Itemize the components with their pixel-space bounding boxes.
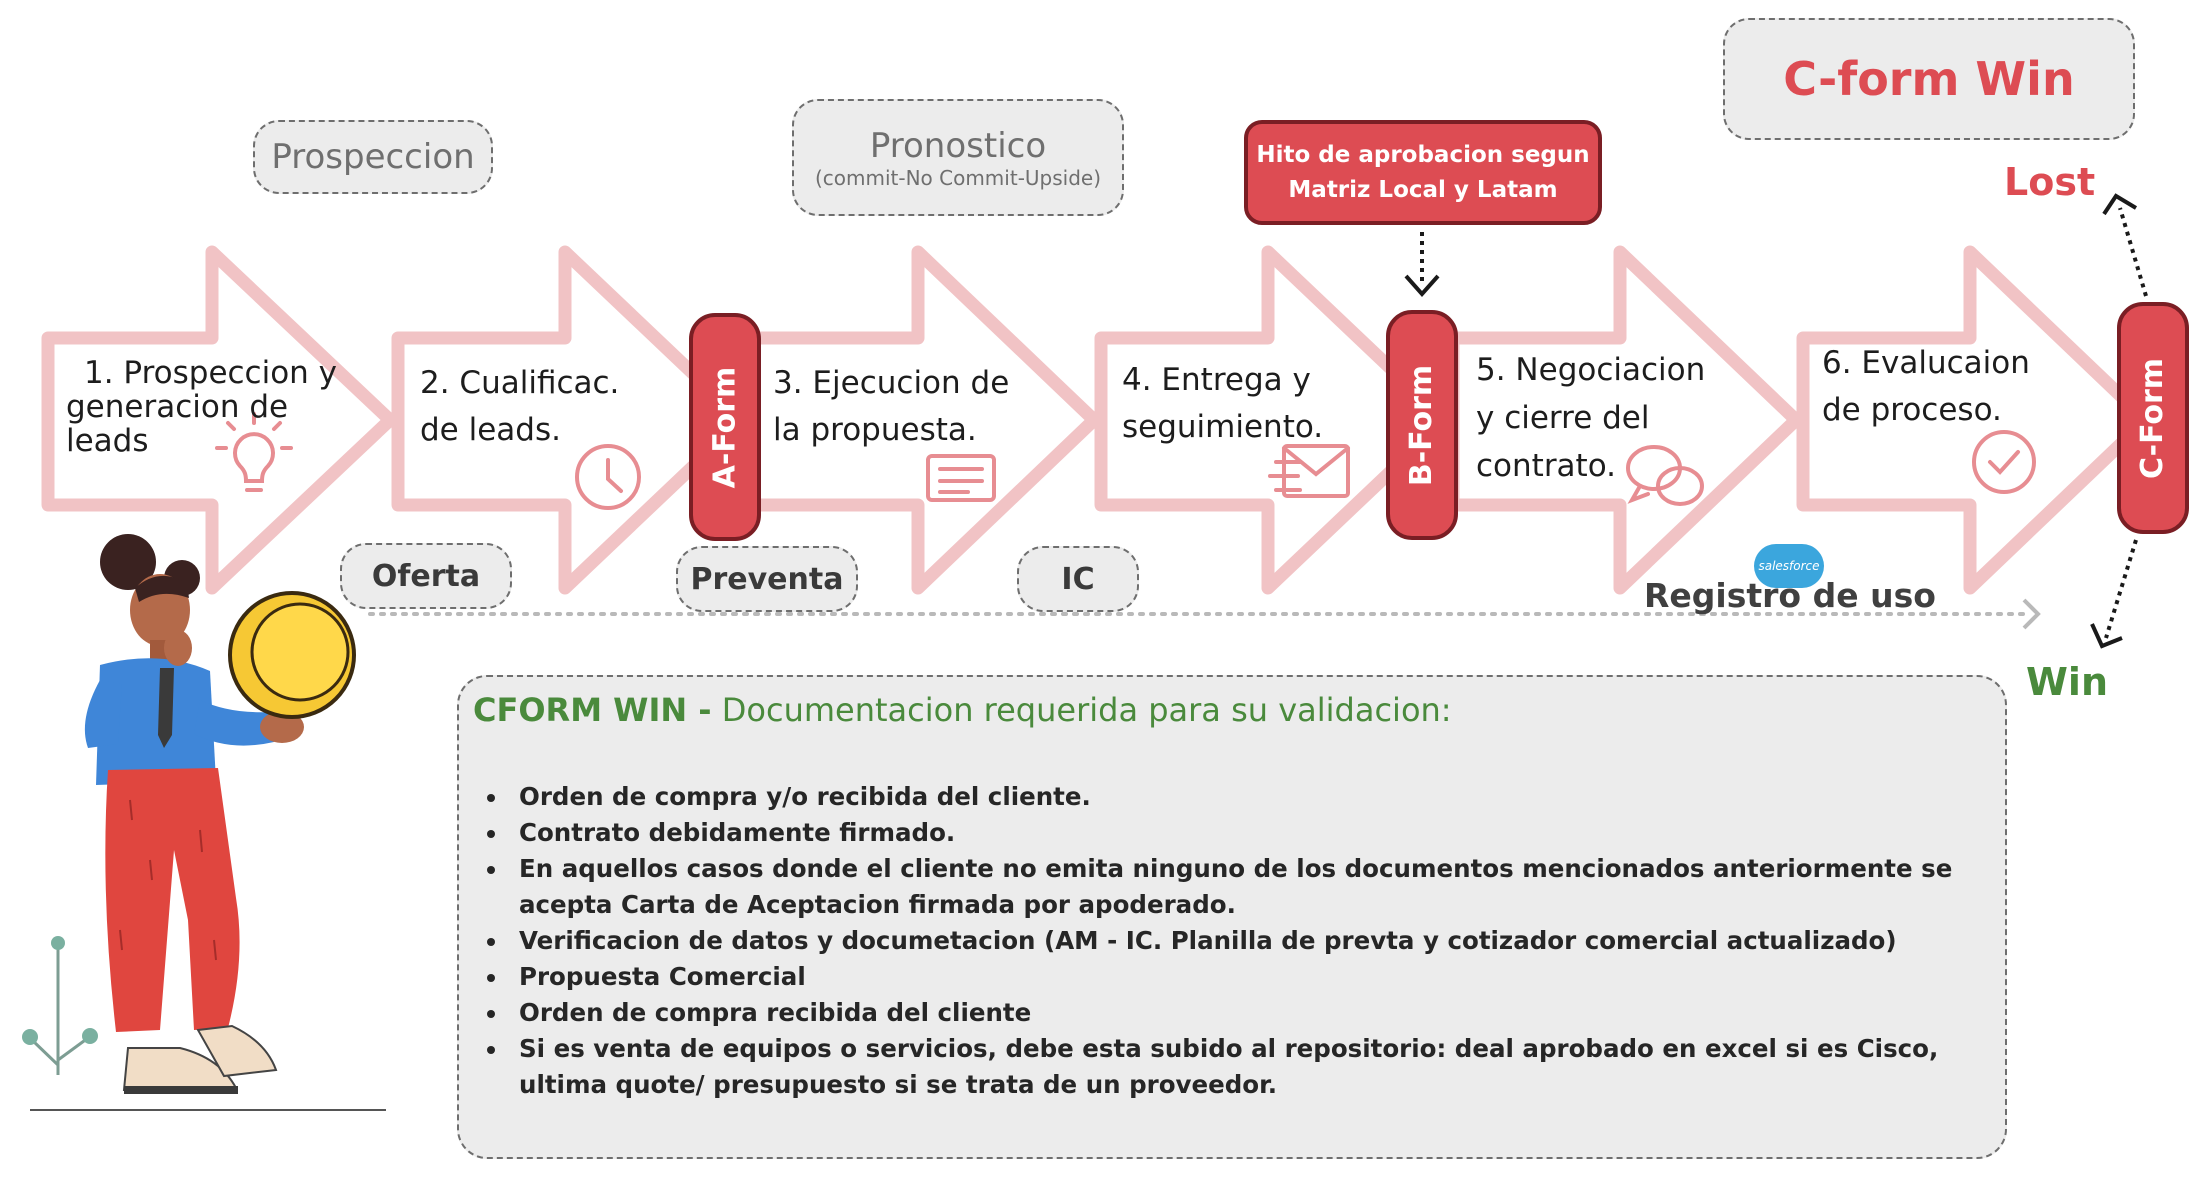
- b-form-label: B-Form: [1404, 364, 1440, 486]
- b-form-badge: B-Form: [1386, 310, 1458, 540]
- step-6-label: 6. Evalucaion de proceso.: [1822, 345, 2030, 428]
- doc-list-item: Propuesta Comercial: [509, 959, 2014, 995]
- step-4-label: 4. Entrega y seguimiento.: [1122, 362, 1324, 445]
- person-illustration: [84, 534, 356, 1094]
- c-form-win-box: C-form Win: [1723, 18, 2135, 140]
- cform-documentation-box: CFORM WIN - Documentacion requerida para…: [457, 675, 2007, 1159]
- oferta-label: Oferta: [371, 558, 481, 594]
- clock-icon: [575, 444, 641, 510]
- win-label: Win: [2026, 660, 2108, 704]
- timeline-connector: [368, 598, 2041, 630]
- checkmark-icon: [1972, 430, 2036, 494]
- a-form-label: A-Form: [707, 366, 743, 488]
- cform-documentation-title: CFORM WIN - Documentacion requerida para…: [473, 691, 1452, 729]
- c-form-label: C-Form: [2135, 357, 2171, 479]
- doc-list-item: Si es venta de equipos o servicios, debe…: [509, 1031, 2014, 1103]
- step-1-label: 1. Prospeccion y generacion de leads: [66, 355, 338, 459]
- cform-documentation-title-bold: CFORM WIN -: [473, 691, 712, 729]
- approval-milestone-line1: Hito de aprobacion segun: [1256, 141, 1590, 168]
- doc-list-item: Contrato debidamente firmado.: [509, 815, 2014, 851]
- doc-list-item: En aquellos casos donde el cliente no em…: [509, 851, 2014, 923]
- step-5-label: 5. Negociacion y cierre del contrato.: [1476, 352, 1706, 484]
- lightbulb-icon: [215, 412, 293, 492]
- approval-milestone-line2: Matriz Local y Latam: [1288, 176, 1558, 203]
- doc-list-item: Orden de compra y/o recibida del cliente…: [509, 779, 2014, 815]
- approval-connector: [1404, 232, 1440, 298]
- document-icon: [926, 454, 996, 502]
- step-arrow-5: [1446, 245, 1803, 595]
- c-form-badge: C-Form: [2117, 302, 2189, 534]
- approval-milestone-box: Hito de aprobacion segun Matriz Local y …: [1244, 120, 1602, 225]
- salesforce-logo-text: salesforce: [1758, 559, 1820, 573]
- envelope-icon: [1268, 444, 1350, 498]
- step-arrow-1: [41, 245, 397, 595]
- step-arrow-2: [391, 245, 749, 595]
- oferta-box: Oferta: [340, 543, 512, 609]
- pronostico-box: Pronostico (commit-No Commit-Upside): [792, 99, 1124, 216]
- prospeccion-label: Prospeccion: [271, 137, 475, 177]
- preventa-box: Preventa: [676, 546, 858, 612]
- a-form-badge: A-Form: [689, 313, 761, 541]
- c-form-win-title: C-form Win: [1783, 52, 2075, 106]
- doc-list-item: Orden de compra recibida del cliente: [509, 995, 2014, 1031]
- chat-bubbles-icon: [1626, 445, 1704, 506]
- step-arrow-3: [745, 245, 1101, 595]
- doc-list-item: Verificacion de datos y documetacion (AM…: [509, 923, 2014, 959]
- step-2-label: 2. Cualificac. de leads.: [420, 365, 620, 448]
- ic-label: IC: [1061, 561, 1095, 597]
- pronostico-sublabel: (commit-No Commit-Upside): [814, 165, 1102, 190]
- ic-box: IC: [1017, 546, 1139, 612]
- registro-de-uso-label: Registro de uso: [1644, 576, 1936, 615]
- pronostico-label: Pronostico: [869, 125, 1047, 166]
- preventa-label: Preventa: [690, 561, 844, 597]
- plant-illustration: [22, 936, 386, 1111]
- step-3-label: 3. Ejecucion de la propuesta.: [773, 365, 1010, 448]
- cform-documentation-list: Orden de compra y/o recibida del cliente…: [481, 779, 2014, 1103]
- lost-label: Lost: [2004, 160, 2096, 204]
- prospeccion-box: Prospeccion: [253, 120, 493, 194]
- step-arrow-6: [1796, 245, 2153, 595]
- lost-connector: [2102, 193, 2148, 297]
- cform-documentation-title-rest: Documentacion requerida para su validaci…: [711, 691, 1452, 729]
- salesforce-logo: salesforce: [1754, 544, 1824, 588]
- win-connector: [2090, 539, 2138, 649]
- step-arrow-4: [1094, 245, 1452, 595]
